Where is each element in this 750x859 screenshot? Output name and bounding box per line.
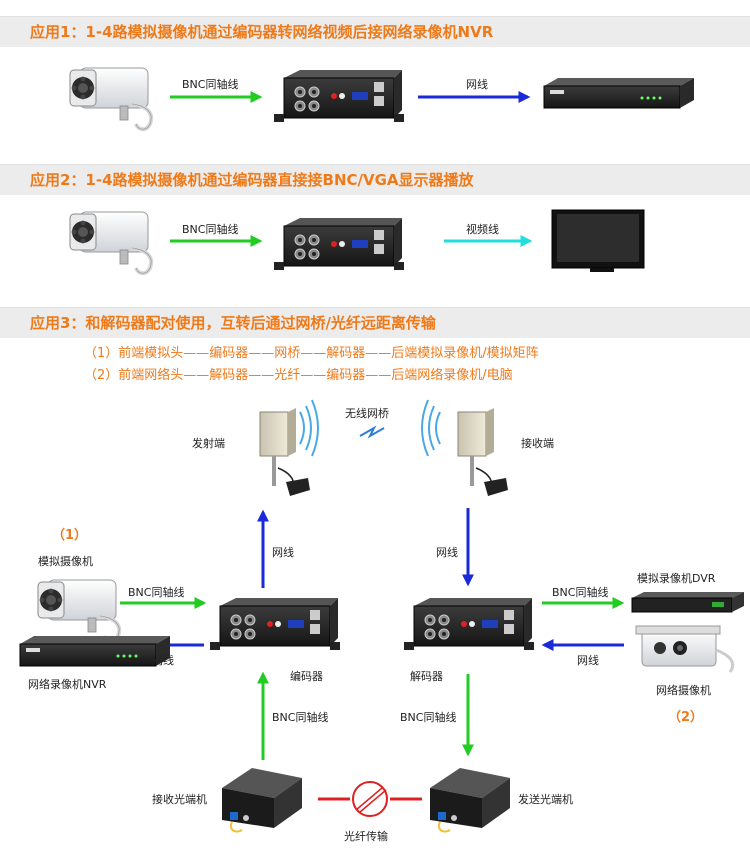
left-analog-camera-image [36, 578, 122, 644]
analog-camera-image [68, 66, 154, 132]
ip-camera-label: 网络摄像机 [656, 684, 711, 697]
rx-optical-image [221, 767, 303, 833]
analog-camera-label: 模拟摄像机 [38, 555, 93, 568]
fiber-icon [352, 781, 388, 817]
receive-antenna-image [457, 407, 509, 497]
app3-desc-1: （1）前端模拟头——编码器——网桥——解码器——后端模拟录像机/模拟矩阵 [84, 346, 539, 361]
app1-bnc-label: BNC同轴线 [182, 78, 239, 91]
monitor-image [551, 209, 645, 272]
decoder-image [403, 597, 535, 651]
section-2-title: 应用2：1-4路模拟摄像机通过编码器直接接BNC/VGA显示器播放 [30, 171, 474, 189]
encoder-image-1 [273, 69, 405, 123]
decoder-label: 解码器 [410, 670, 443, 683]
rx-optical-label: 接收光端机 [152, 793, 207, 806]
wireless-bridge-label: 无线网桥 [345, 407, 389, 420]
bnc-left-label: BNC同轴线 [128, 586, 185, 599]
tx-optical-label: 发送光端机 [518, 793, 573, 806]
network-right-label: 网线 [577, 654, 599, 667]
signal-waves-right [421, 399, 441, 457]
section-3-banner: 应用3：和解码器配对使用，互转后通过网桥/光纤远距离传输 [0, 307, 750, 338]
analog-dvr-label: 模拟录像机DVR [637, 572, 716, 585]
app2-video-label: 视频线 [466, 223, 499, 236]
bnc-right-label: BNC同轴线 [552, 586, 609, 599]
network-up-label: 网线 [272, 546, 294, 559]
bnc-down-label: BNC同轴线 [400, 711, 457, 724]
section-2-banner: 应用2：1-4路模拟摄像机通过编码器直接接BNC/VGA显示器播放 [0, 164, 750, 195]
tx-optical-image [429, 767, 511, 833]
network-down-label: 网线 [436, 546, 458, 559]
app2-bnc-label: BNC同轴线 [182, 223, 239, 236]
left-nvr-image [19, 635, 171, 667]
receive-end-label: 接收端 [521, 437, 554, 450]
app3-desc-2: （2）前端网络头——解码器——光纤——编码器——后端网络录像机/电脑 [84, 368, 513, 383]
section-1-title: 应用1：1-4路模拟摄像机通过编码器转网络视频后接网络录像机NVR [30, 23, 494, 41]
encoder-label: 编码器 [290, 670, 323, 683]
bnc-up-label: BNC同轴线 [272, 711, 329, 724]
dvr-image [631, 592, 744, 613]
fiber-label: 光纤传输 [344, 830, 388, 843]
app1-network-label: 网线 [466, 78, 488, 91]
encoder-image-2 [273, 217, 405, 271]
nvr-image-1 [543, 77, 695, 109]
transmit-end-label: 发射端 [192, 437, 225, 450]
network-left-label: 网线 [152, 654, 174, 667]
signal-waves-left [299, 399, 319, 457]
label-num-2: （2） [668, 710, 704, 725]
label-num-1: （1） [52, 528, 88, 543]
analog-camera-image-2 [68, 210, 154, 276]
wireless-link-icon [359, 425, 385, 439]
nvr-label: 网络录像机NVR [28, 678, 107, 691]
section-3-title: 应用3：和解码器配对使用，互转后通过网桥/光纤远距离传输 [30, 314, 436, 332]
encoder-image-3 [209, 597, 341, 651]
section-1-banner: 应用1：1-4路模拟摄像机通过编码器转网络视频后接网络录像机NVR [0, 16, 750, 47]
ip-camera-image [635, 625, 735, 673]
